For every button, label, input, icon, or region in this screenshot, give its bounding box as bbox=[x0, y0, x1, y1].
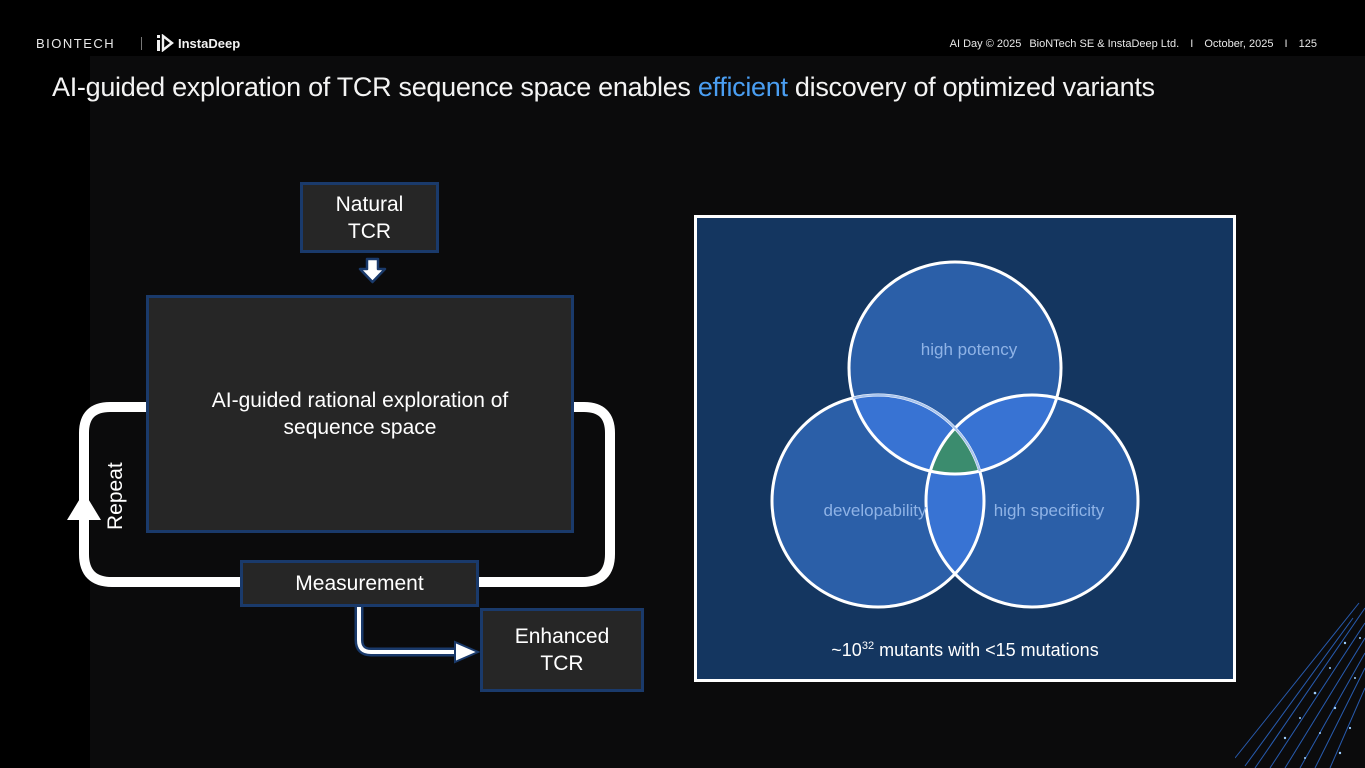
page-title: AI-guided exploration of TCR sequence sp… bbox=[52, 72, 1155, 103]
venn-outline-right bbox=[924, 393, 1140, 609]
title-text-end: discovery of optimized variants bbox=[787, 72, 1155, 102]
header-separator: I bbox=[1190, 38, 1194, 50]
caption-prefix: ~10 bbox=[831, 640, 862, 660]
header-separator: I bbox=[1284, 38, 1288, 50]
venn-label-top: high potency bbox=[921, 340, 1018, 359]
natural-tcr-box: Natural TCR bbox=[300, 182, 439, 253]
caption-suffix: mutants with <15 mutations bbox=[874, 640, 1099, 660]
venn-inner-line-left bbox=[849, 394, 985, 474]
caption-exponent: 32 bbox=[861, 640, 875, 652]
venn-label-left: developability bbox=[823, 501, 927, 520]
repeat-loop-line-right bbox=[479, 402, 615, 587]
date-label: October, 2025 bbox=[1204, 38, 1274, 50]
output-connector-line-inner bbox=[357, 607, 458, 654]
venn-overlap-top-left bbox=[849, 395, 984, 474]
venn-label-right: high specificity bbox=[994, 501, 1105, 520]
measurement-box: Measurement bbox=[240, 560, 479, 607]
exploration-box: AI-guided rational exploration of sequen… bbox=[146, 295, 574, 533]
measurement-label: Measurement bbox=[295, 571, 424, 595]
event-label: AI Day © 2025 bbox=[949, 38, 1022, 50]
enhanced-tcr-label: Enhanced TCR bbox=[514, 625, 610, 675]
repeat-arrow-head bbox=[67, 492, 101, 520]
natural-tcr-label: Natural TCR bbox=[335, 192, 404, 243]
instadeep-logo-text: InstaDeep bbox=[178, 35, 241, 51]
down-arrow-icon bbox=[358, 257, 387, 284]
page-number: 125 bbox=[1298, 38, 1317, 50]
enhanced-tcr-box: Enhanced TCR bbox=[480, 608, 644, 692]
right-arrow-icon bbox=[454, 640, 481, 664]
venn-outline-top bbox=[847, 260, 1063, 476]
decorative-particles bbox=[1235, 602, 1365, 768]
title-accent: efficient bbox=[697, 72, 788, 102]
header-meta: AI Day © 2025 BioNTech SE & InstaDeep Ltd… bbox=[946, 38, 1321, 50]
logo-divider bbox=[141, 37, 142, 50]
venn-caption: ~1032 mutants with <15 mutations bbox=[694, 640, 1236, 661]
instadeep-logo: InstaDeep bbox=[156, 34, 240, 52]
title-text: AI-guided exploration of TCR sequence sp… bbox=[52, 72, 698, 102]
exploration-label: AI-guided rational exploration of sequen… bbox=[211, 389, 509, 439]
venn-overlap-top-right bbox=[926, 395, 1061, 474]
instadeep-logo-icon bbox=[157, 34, 174, 52]
company-label: BioNTech SE & InstaDeep Ltd. bbox=[1029, 38, 1180, 50]
biontech-logo: BIONTECH bbox=[36, 36, 116, 51]
